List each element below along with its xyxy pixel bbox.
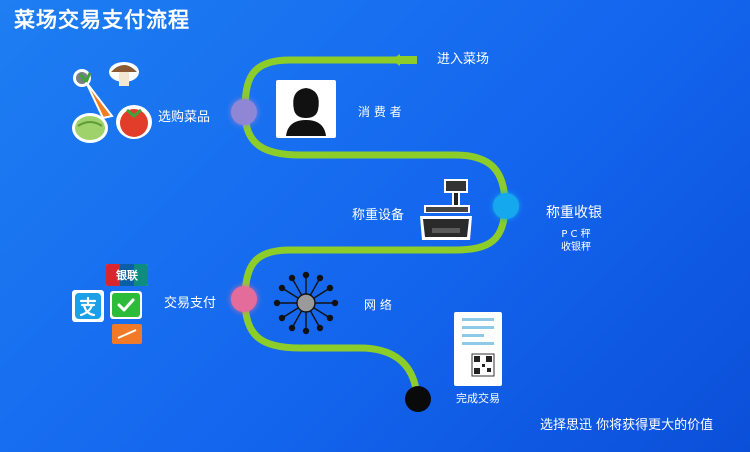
label-select: 选购菜品 xyxy=(158,110,211,125)
node-select[interactable] xyxy=(231,99,257,125)
unionpay-text: 银联 xyxy=(116,269,138,282)
alipay-icon xyxy=(72,290,104,322)
card-glyph xyxy=(117,329,137,339)
unionpay-icon: 银联 xyxy=(106,264,148,286)
page-title: 菜场交易支付流程 xyxy=(14,8,190,32)
network-icon xyxy=(273,271,339,335)
label-done: 完成交易 xyxy=(456,392,500,405)
unionpay-stripe-blue xyxy=(120,264,134,286)
node-pay[interactable] xyxy=(231,286,257,312)
scale-icon xyxy=(420,179,472,240)
consumer-card xyxy=(276,80,336,138)
receipt-glyph xyxy=(462,318,495,377)
label-weigh: 称重收银 xyxy=(546,205,602,221)
node-done[interactable] xyxy=(405,386,431,412)
label-consumer: 消 费 者 xyxy=(358,105,402,119)
node-weigh[interactable] xyxy=(493,193,519,219)
label-pay: 交易支付 xyxy=(164,296,217,311)
label-weigh-pc: P C 秤 xyxy=(561,229,591,240)
label-weigh-cashier: 收银秤 xyxy=(561,242,591,253)
label-network: 网 络 xyxy=(364,298,392,312)
unionpay-stripe-red xyxy=(106,264,120,286)
wechat-glyph xyxy=(112,293,140,317)
unionpay-stripe-teal xyxy=(134,264,148,286)
arrow-left-icon xyxy=(391,54,400,66)
footer-slogan: 选择思迅 你将获得更大的价值 xyxy=(540,418,714,433)
receipt-icon xyxy=(454,312,502,386)
wechat-icon xyxy=(110,291,142,319)
label-enter: 进入菜场 xyxy=(437,52,490,67)
arrow-tail xyxy=(400,56,417,64)
alipay-glyph xyxy=(75,293,101,319)
label-device: 称重设备 xyxy=(352,208,405,223)
card-icon xyxy=(112,324,142,344)
consumer-icon xyxy=(286,88,326,136)
vegetables-icon xyxy=(72,62,152,143)
